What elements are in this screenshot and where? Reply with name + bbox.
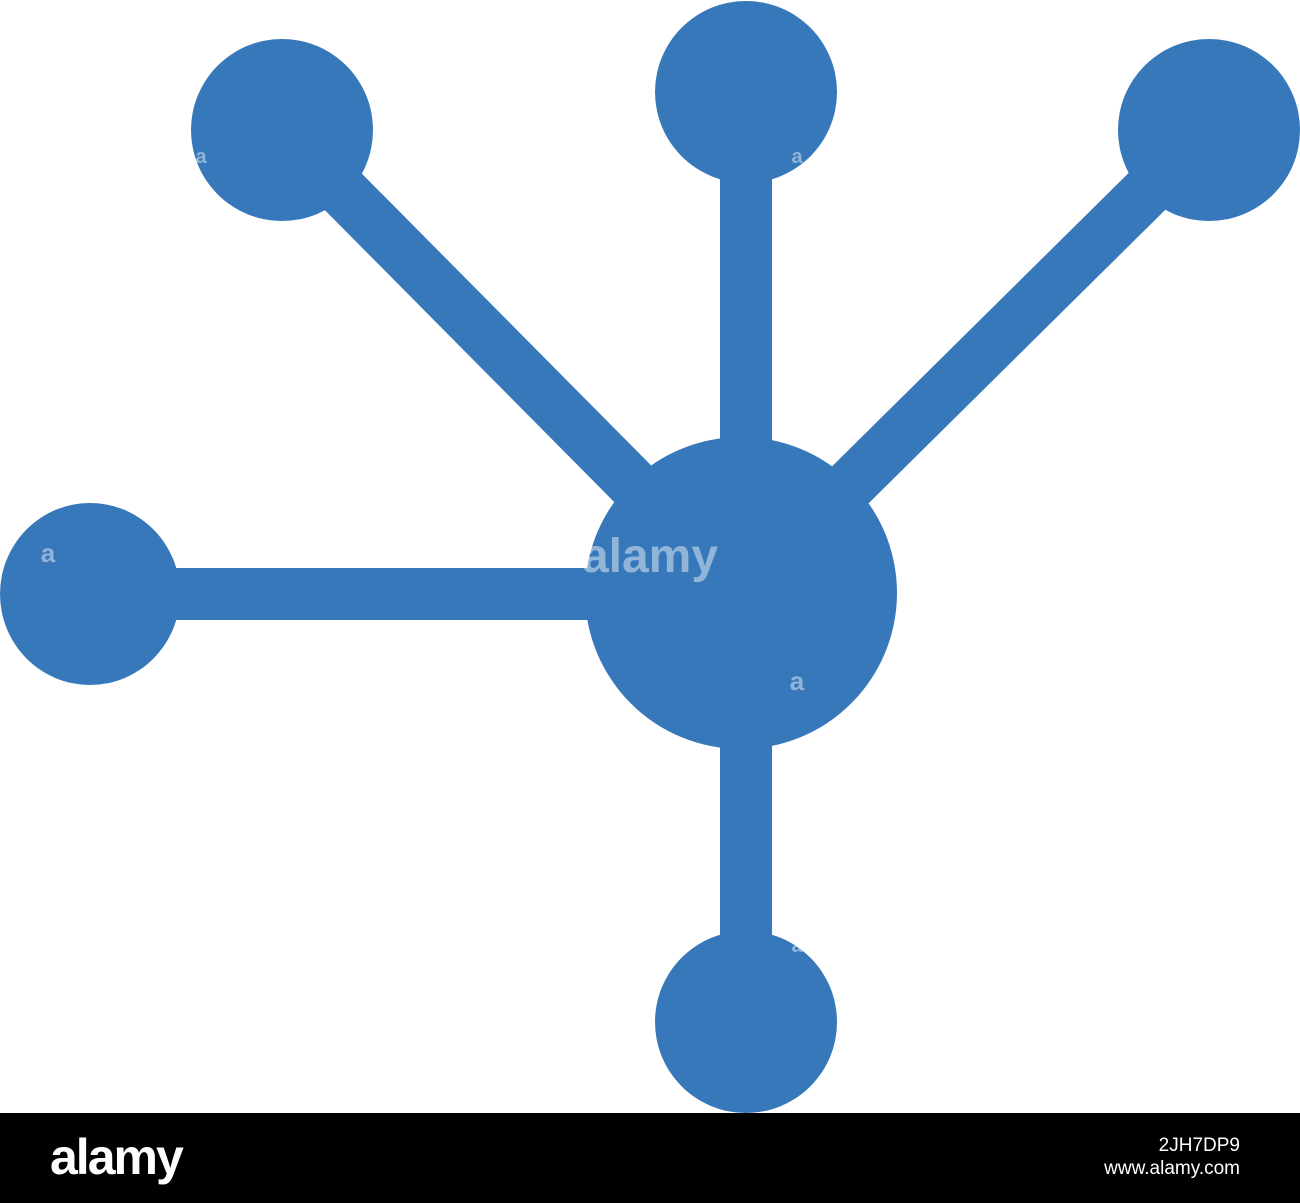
watermark-mark-hub: a	[790, 666, 805, 696]
footer-bar: alamy 2JH7DP9 www.alamy.com	[0, 1113, 1300, 1203]
network-hub-svg: alamy a a a a a	[0, 1, 1300, 1113]
hub-node	[585, 437, 897, 749]
site-url: www.alamy.com	[1104, 1157, 1240, 1179]
watermark-mark-top: a	[791, 146, 803, 168]
watermark-center: alamy	[582, 530, 718, 583]
watermark-mark-bottom: a	[791, 935, 803, 957]
brand-logo: alamy	[50, 1129, 184, 1185]
footer-info: 2JH7DP9 www.alamy.com	[1104, 1135, 1240, 1181]
node-left	[0, 503, 180, 685]
node-top-left	[191, 39, 373, 221]
node-top-right	[1118, 39, 1300, 221]
watermark-mark-left: a	[41, 538, 56, 568]
node-top	[655, 1, 837, 183]
image-id: 2JH7DP9	[1158, 1135, 1240, 1156]
network-hub-icon: alamy a a a a a	[0, 1, 1300, 1113]
watermark-mark-top-left: a	[195, 146, 207, 168]
node-bottom	[655, 931, 837, 1113]
